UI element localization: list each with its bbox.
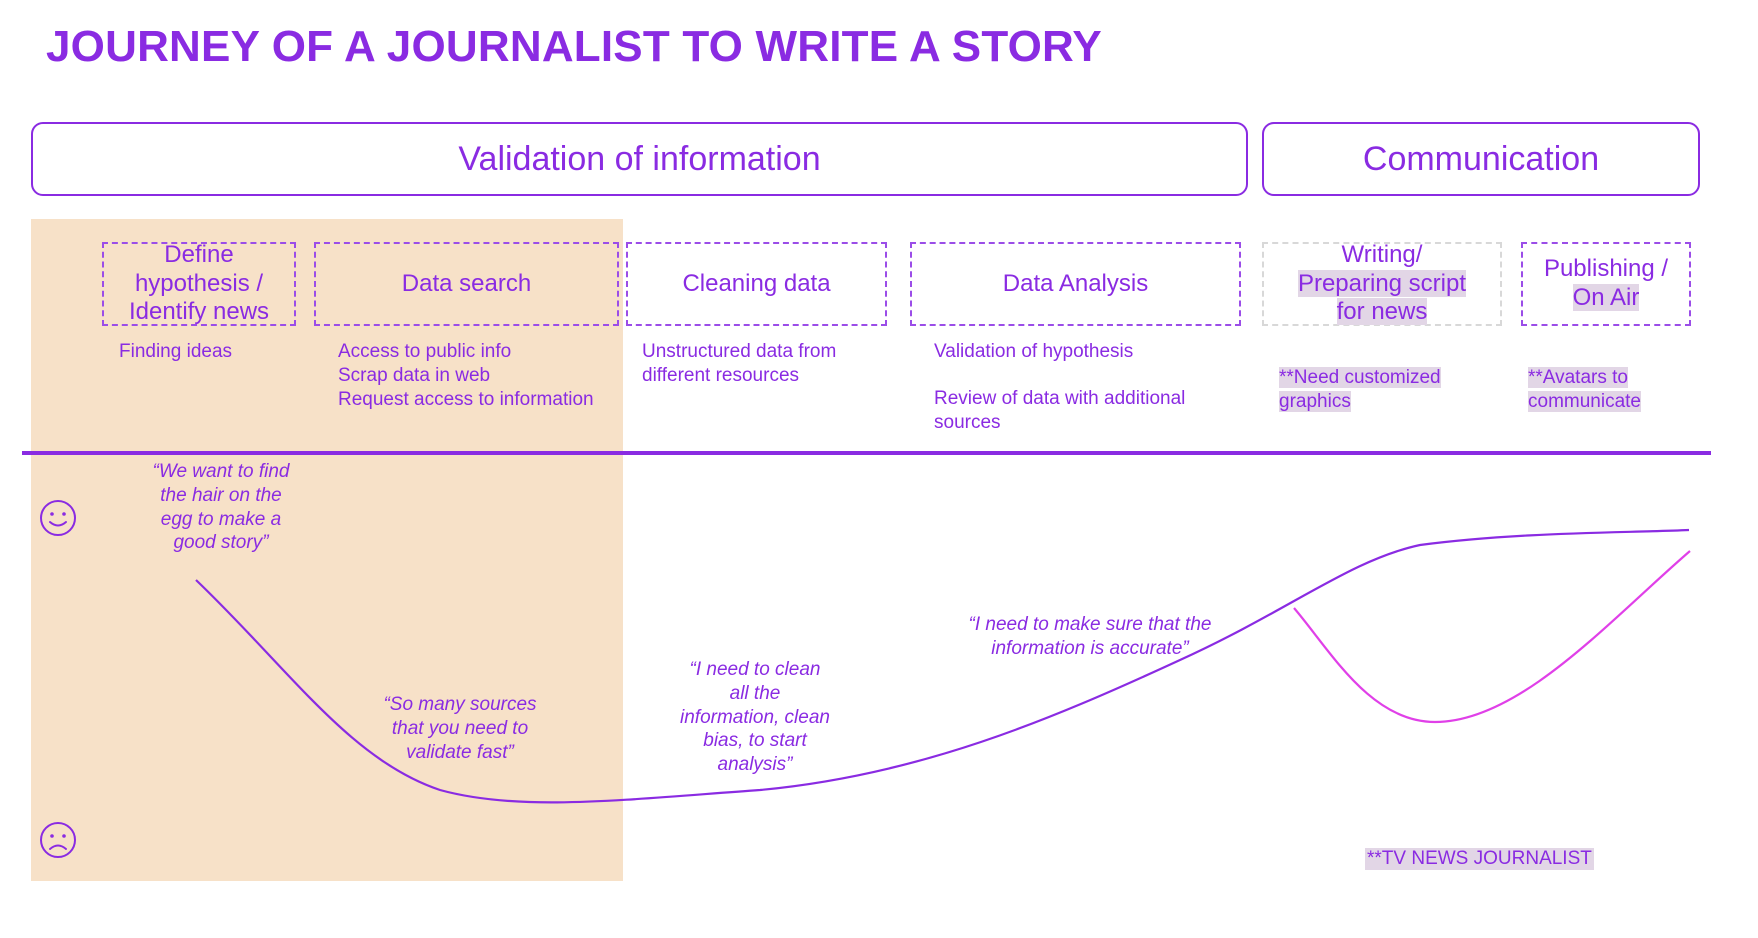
timeline-divider — [22, 451, 1711, 455]
description-line: communicate — [1528, 390, 1641, 412]
description-line: Unstructured data from — [642, 341, 837, 362]
quote-line: “So many sources — [383, 694, 537, 715]
stage-label: On Air — [1572, 284, 1640, 311]
phase-label: Communication — [1362, 139, 1600, 178]
quote-line: the hair on the — [160, 484, 282, 506]
stage-data-analysis: Data Analysis — [910, 242, 1241, 326]
stage-description-publishing: **Avatars to communicate — [1528, 366, 1641, 414]
quote-line: “I need to make sure that the — [968, 614, 1212, 635]
description-line: Validation of hypothesis — [934, 341, 1134, 362]
stage-publishing: Publishing / On Air — [1521, 242, 1691, 326]
quote-define: “We want to find the hair on the egg to … — [131, 460, 311, 555]
phase-validation: Validation of information — [31, 122, 1248, 196]
tv-journalist-journey-curve — [1293, 550, 1691, 724]
quote-line: good story” — [173, 532, 269, 554]
page-title: JOURNEY OF A JOURNALIST TO WRITE A STORY — [46, 22, 1102, 71]
stage-label: hypothesis / — [134, 269, 264, 297]
stage-label: Data search — [401, 269, 532, 297]
stage-description-search: Access to public info Scrap data in web … — [338, 340, 594, 411]
stage-description-analysis: Validation of hypothesis Review of data … — [934, 340, 1185, 434]
stage-label: Identify news — [128, 298, 270, 326]
description-line: different resources — [642, 364, 800, 386]
stage-data-search: Data search — [314, 242, 619, 326]
quote-line: analysis” — [717, 754, 793, 775]
stage-label: Writing/ — [1341, 240, 1423, 268]
stage-label: Cleaning data — [682, 269, 831, 297]
stage-label: Define — [164, 240, 234, 268]
tv-news-journalist-tag: **TV NEWS JOURNALIST — [1365, 848, 1594, 870]
description-line: **Need customized — [1279, 367, 1441, 388]
quote-line: all the — [729, 682, 781, 704]
quote-analysis: “I need to make sure that the informatio… — [945, 613, 1235, 661]
quote-line: bias, to start — [703, 730, 807, 752]
quote-line: egg to make a — [160, 508, 282, 530]
quote-cleaning: “I need to clean all the information, cl… — [665, 658, 845, 777]
quote-line: information, clean — [680, 706, 830, 728]
description-line: Review of data with additional — [934, 387, 1186, 409]
stage-define-hypothesis: Define hypothesis / Identify news — [102, 240, 296, 326]
description-line: graphics — [1279, 390, 1351, 412]
journalist-journey-curve — [195, 528, 1690, 804]
sad-face-icon — [40, 822, 76, 858]
happy-face-icon — [40, 500, 76, 536]
highlighted-stage-column — [31, 219, 623, 881]
description-line: sources — [934, 411, 1001, 433]
description-line: Access to public info — [338, 341, 512, 362]
quote-line: information is accurate” — [991, 637, 1189, 659]
quote-search: “So many sources that you need to valida… — [370, 693, 550, 764]
phase-communication: Communication — [1262, 122, 1700, 196]
stage-label: Publishing / — [1543, 255, 1669, 283]
stage-description-define: Finding ideas — [119, 340, 232, 364]
description-line: Request access to information — [338, 388, 594, 410]
phase-label: Validation of information — [458, 139, 821, 178]
quote-line: that you need to — [391, 717, 529, 739]
stage-description-writing: **Need customized graphics — [1279, 366, 1441, 414]
quote-line: validate fast” — [406, 741, 514, 763]
description-line: **Avatars to — [1528, 367, 1628, 388]
stage-label: for news — [1336, 298, 1428, 326]
description-line: Scrap data in web — [338, 364, 491, 386]
stage-label: Preparing script — [1297, 269, 1467, 297]
stage-label: Data Analysis — [1002, 269, 1149, 297]
stage-cleaning-data: Cleaning data — [626, 242, 887, 326]
description-line: Finding ideas — [119, 341, 233, 362]
quote-line: “I need to clean — [689, 659, 821, 680]
stage-writing-script: Writing/ Preparing script for news — [1262, 240, 1502, 326]
stage-description-cleaning: Unstructured data from different resourc… — [642, 340, 836, 388]
quote-line: “We want to find — [152, 461, 290, 482]
